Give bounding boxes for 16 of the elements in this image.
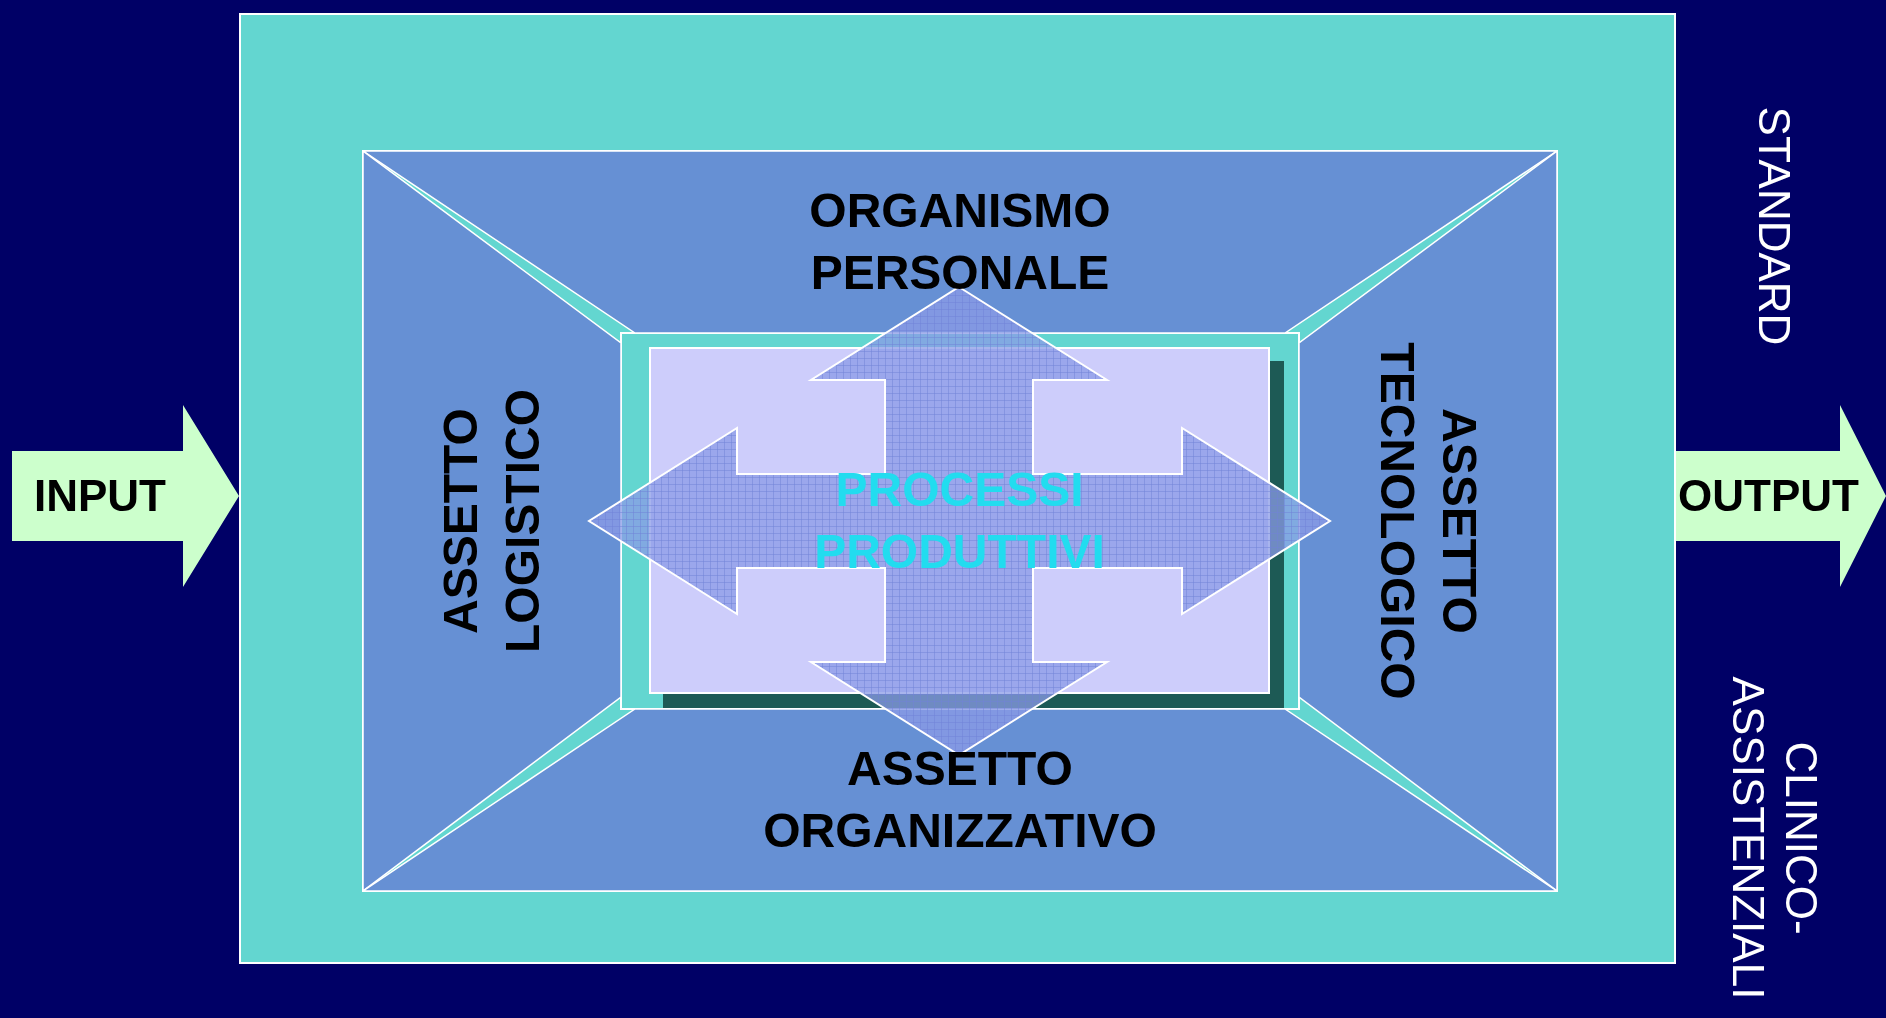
panel-label: ASSETTO ORGANIZZATIVO bbox=[763, 740, 1157, 859]
block-arrow bbox=[1676, 405, 1886, 587]
arrow-label: INPUT bbox=[34, 474, 166, 518]
trapezoid-panel bbox=[1299, 151, 1557, 891]
trapezoid-panel bbox=[363, 151, 621, 891]
trapezoid-panel bbox=[363, 709, 1557, 891]
trapezoid-panel bbox=[363, 151, 1557, 333]
panel-label: PROCESSI PRODUTTIVI bbox=[814, 461, 1105, 580]
outer-box bbox=[239, 13, 1676, 964]
vertical-label: STANDARD bbox=[1749, 106, 1801, 346]
panel-label: ASSETTO LOGISTICO bbox=[432, 389, 550, 653]
block-arrow bbox=[12, 405, 239, 587]
panel-label: ORGANISMO PERSONALE bbox=[809, 182, 1111, 301]
arrow-label: OUTPUT bbox=[1678, 474, 1859, 518]
panel-label: ASSETTO TECNOLOGICO bbox=[1370, 342, 1488, 700]
vertical-label: CLINICO- ASSISTENZIALI bbox=[1723, 676, 1827, 1000]
